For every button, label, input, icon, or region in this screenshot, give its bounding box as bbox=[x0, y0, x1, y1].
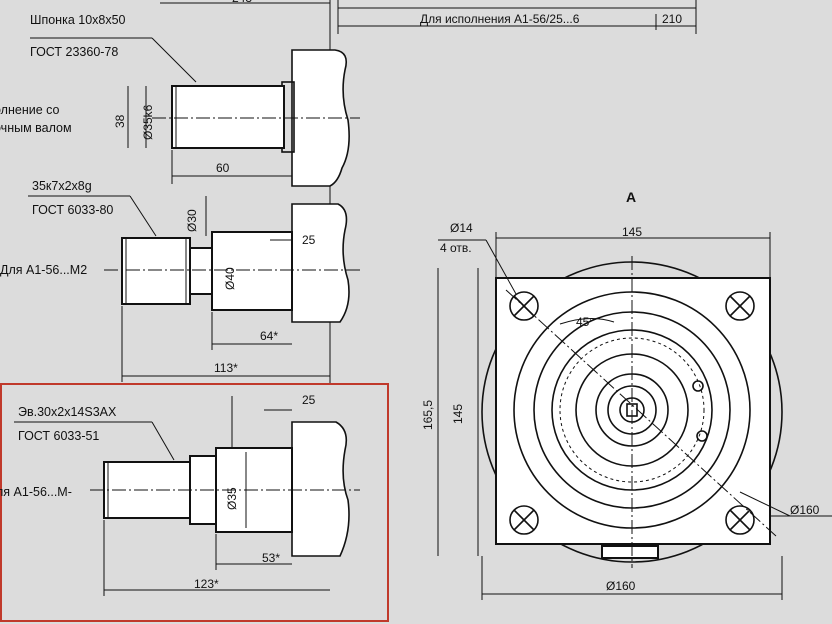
shaft-splined-view: Эв.30х2х14S3AX ГОСТ 6033-51 ля А1-56...М… bbox=[0, 383, 389, 622]
shaft-threaded-view: 35к7х2х8g ГОСТ 6033-80 Для А1-56...М2 Ø3… bbox=[0, 179, 360, 382]
bottom-port bbox=[601, 545, 659, 559]
thread-spec-label: 35к7х2х8g bbox=[32, 179, 92, 193]
dim-145-left: 145 bbox=[451, 404, 465, 424]
threaded-variant-label: Для А1-56...М2 bbox=[0, 263, 87, 277]
thread-gost-label: ГОСТ 6033-80 bbox=[32, 203, 113, 217]
dim-d30: Ø30 bbox=[185, 209, 199, 232]
dim-210: 210 bbox=[662, 12, 682, 26]
threaded-shaft-tip bbox=[121, 237, 191, 305]
dim-d160-right: Ø160 bbox=[790, 503, 820, 517]
dim-113: 113* bbox=[214, 361, 238, 375]
top-variant-label: Для исполнения А1-56/25...6 bbox=[420, 12, 580, 26]
highlight-frame bbox=[0, 383, 389, 622]
dim-53: 53* bbox=[262, 551, 280, 565]
spline-spec-label: Эв.30х2х14S3AX bbox=[18, 405, 117, 419]
dim-25-splined: 25 bbox=[302, 393, 316, 407]
keyed-variant-label-2: очным валом bbox=[0, 121, 72, 135]
dim-d35k6: Ø35k6 bbox=[141, 104, 155, 140]
view-a: А 145 165,5 145 bbox=[421, 189, 832, 600]
dim-145-top: 145 bbox=[622, 225, 642, 239]
threaded-shaft-neck bbox=[189, 247, 213, 295]
bolt-hole-tr bbox=[725, 291, 755, 321]
shaft-keyed-view: Шпонка 10х8х50 ГОСТ 23360-78 олнение со … bbox=[0, 13, 360, 187]
dim-123: 123* bbox=[194, 577, 219, 591]
threaded-shaft-body bbox=[211, 231, 293, 311]
square-flange bbox=[495, 277, 771, 545]
bolt-hole-bl bbox=[509, 505, 539, 535]
dim-d35: Ø35 bbox=[225, 487, 239, 510]
key-spec-label: Шпонка 10х8х50 bbox=[30, 13, 126, 27]
view-a-title: А bbox=[626, 189, 636, 205]
dim-d40: Ø40 bbox=[223, 267, 237, 290]
hole-count: 4 отв. bbox=[440, 241, 472, 255]
splined-variant-label: ля А1-56...М- bbox=[0, 485, 72, 499]
dim-60: 60 bbox=[216, 161, 230, 175]
spline-gost-label: ГОСТ 6033-51 bbox=[18, 429, 99, 443]
dim-64: 64* bbox=[260, 329, 278, 343]
angle-45: 45° bbox=[576, 315, 594, 329]
flange-section-2 bbox=[291, 203, 350, 323]
hole-dia: Ø14 bbox=[450, 221, 473, 235]
dim-38: 38 bbox=[113, 114, 127, 128]
flange-section-3 bbox=[291, 421, 350, 557]
bolt-hole-br bbox=[725, 505, 755, 535]
keyed-variant-label: олнение со bbox=[0, 103, 60, 117]
keyed-shaft bbox=[171, 85, 285, 149]
dim-165-5: 165,5 bbox=[421, 400, 435, 430]
dim-d160-bottom: Ø160 bbox=[606, 579, 636, 593]
flange-section-1 bbox=[291, 49, 350, 187]
top-dim-partial: 243 bbox=[232, 0, 252, 5]
key-gost-label: ГОСТ 23360-78 bbox=[30, 45, 118, 59]
dim-25-threaded: 25 bbox=[302, 233, 316, 247]
